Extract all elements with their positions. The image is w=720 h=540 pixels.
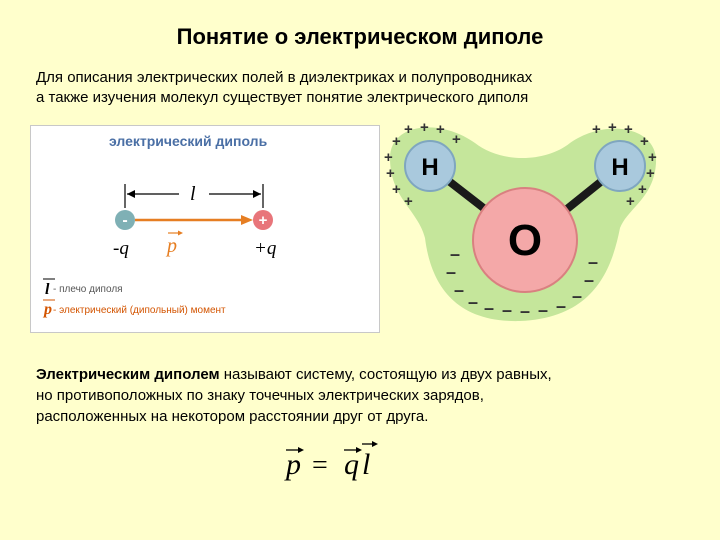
minus-sign: – [484,298,494,318]
distance-arrowhead-right [253,190,261,198]
minus-sign: – [450,244,460,264]
moment-vector-bar-head [178,230,183,236]
definition-line-2: но противоположных по знаку точечных эле… [36,387,484,404]
plus-sign: + [592,121,601,138]
intro-line-1: Для описания электрических полей в диэле… [36,69,533,86]
negative-charge-ball [115,210,135,230]
dipole-diagram: электрический диполь l - + -q +q p l - п… [42,133,277,318]
legend-moment-text: - электрический (дипольный) момент [53,305,226,316]
definition-line-1: Электрическим диполем называют систему, … [36,364,686,385]
plus-sign: + [638,181,647,198]
minus-sign: – [538,300,548,320]
minus-sign: – [446,262,456,282]
definition-term: Электрическим диполем [36,366,220,383]
plus-sign: + [626,193,635,210]
formula-lhs: p [284,448,301,481]
plus-sign: + [452,131,461,148]
moment-arrowhead [241,215,253,225]
dipole-moment-formula: p = q l [282,440,402,490]
hydrogen-atom-left [404,140,456,192]
legend-arm-symbol: l [45,281,50,298]
plus-sign: + [648,149,657,166]
plus-sign: + [404,121,413,138]
positive-charge-ball [253,210,273,230]
plus-sign: + [420,119,429,136]
legend-arm-text: - плечо диполя [53,284,123,295]
dipole-heading: электрический диполь [109,133,268,149]
positive-charges-right: + + + + + + + + [592,119,657,210]
minus-sign: – [572,286,582,306]
dipole-diagram-panel: электрический диполь l - + -q +q p l - п… [30,125,380,333]
water-molecule: H H O + + + + + + + + + + + + + + + + + … [384,119,657,322]
plus-sign: + [404,193,413,210]
minus-sign: – [520,301,530,321]
plus-sign: + [392,181,401,198]
formula-charge: q [344,448,359,481]
moment-symbol: p [165,235,177,257]
negative-charge-label: -q [113,238,129,259]
minus-sign: – [588,252,598,272]
formula-graphic: p = q l [284,441,378,481]
plus-sign: + [392,133,401,150]
oxygen-label: O [508,216,542,265]
legend-moment-symbol: p [42,301,52,318]
minus-sign: – [454,280,464,300]
plus-sign: + [386,165,395,182]
plus-sign: + [640,133,649,150]
plus-sign: + [646,165,655,182]
formula-equals: = [312,450,328,481]
definition-text: Электрическим диполем называют систему, … [36,364,686,427]
oxygen-atom [472,187,578,293]
positive-charge-label: +q [254,238,277,259]
definition-line-1-rest: называют систему, состоящую из двух равн… [219,366,552,383]
minus-sign: – [556,296,566,316]
hydrogen-label-right: H [611,154,628,181]
definition-line-3: расположенных на некотором расстоянии др… [36,408,429,425]
minus-sign: – [502,300,512,320]
plus-sign: + [608,119,617,136]
positive-charges-left: + + + + + + + + + [384,119,461,210]
negative-charges: – – – – – – – – – – – – [446,244,598,321]
minus-sign: – [584,270,594,290]
hydrogen-label-left: H [421,154,438,181]
positive-charge-sign: + [259,212,268,229]
distance-symbol: l [190,183,196,205]
slide-title: Понятие о электрическом диполе [176,24,544,49]
hydrogen-atom-right [594,140,646,192]
distance-arrowhead-left [127,190,135,198]
minus-sign: – [468,292,478,312]
plus-sign: + [624,121,633,138]
formula-lhs-vector-head [298,447,304,453]
formula-arm: l [362,448,370,481]
plus-sign: + [384,149,393,166]
formula-arm-vector-head [372,441,378,447]
intro-line-2: а также изучения молекул существует поня… [36,89,529,106]
water-molecule-illustration: H H O + + + + + + + + + + + + + + + + + … [380,118,664,328]
plus-sign: + [436,121,445,138]
formula-charge-vector-head [356,447,362,453]
intro-text: Для описания электрических полей в диэле… [36,68,676,108]
negative-charge-sign: - [122,212,127,229]
